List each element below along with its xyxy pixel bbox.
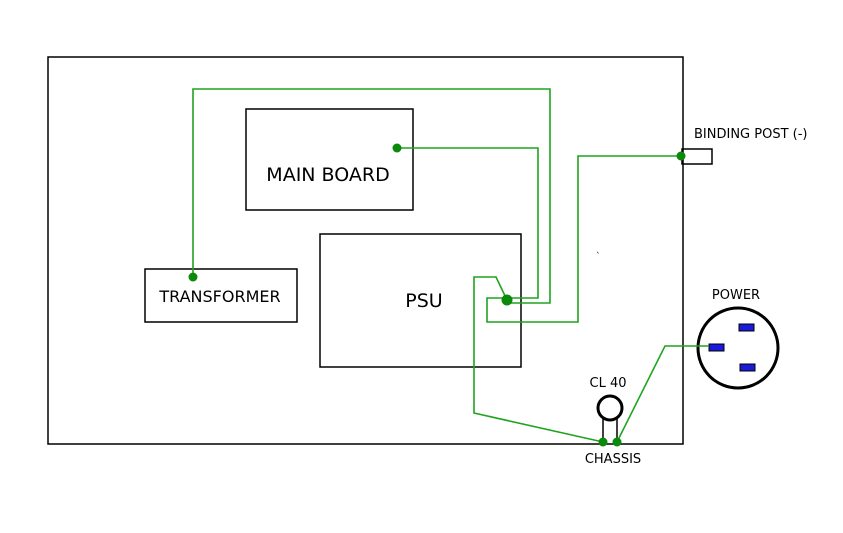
node-transformer: [188, 272, 198, 282]
transformer-box: [144, 268, 298, 323]
power-inlet: [696, 306, 780, 390]
power-label: POWER: [712, 288, 760, 303]
wire-binding-post: [486, 155, 681, 323]
power-prong-top: [738, 323, 755, 332]
node-psu: [501, 294, 513, 306]
cl40-thermistor: [596, 394, 624, 422]
main-board-box: [245, 108, 414, 211]
node-binding-post: [676, 151, 686, 161]
binding-post-label: BINDING POST (-): [694, 127, 807, 142]
stray-mark: `: [596, 251, 601, 262]
psu-label: PSU: [405, 290, 442, 312]
psu-box: [319, 233, 522, 368]
node-chassis-right: [612, 437, 622, 447]
wire-main-board: [397, 147, 539, 299]
node-chassis-left: [598, 437, 608, 447]
power-prong-ground: [708, 343, 725, 352]
transformer-label: TRANSFORMER: [158, 287, 280, 306]
binding-post: [681, 148, 713, 165]
power-prong-bottom: [739, 363, 756, 372]
wire-psu-to-chassis: [473, 276, 604, 443]
cl40-label: CL 40: [590, 376, 627, 391]
wire-power-ground: [616, 345, 709, 443]
chassis-enclosure: [47, 56, 684, 445]
wire-transformer: [192, 88, 551, 304]
node-main-board: [392, 143, 402, 153]
chassis-label: CHASSIS: [585, 452, 641, 467]
main-board-label: MAIN BOARD: [266, 164, 389, 186]
